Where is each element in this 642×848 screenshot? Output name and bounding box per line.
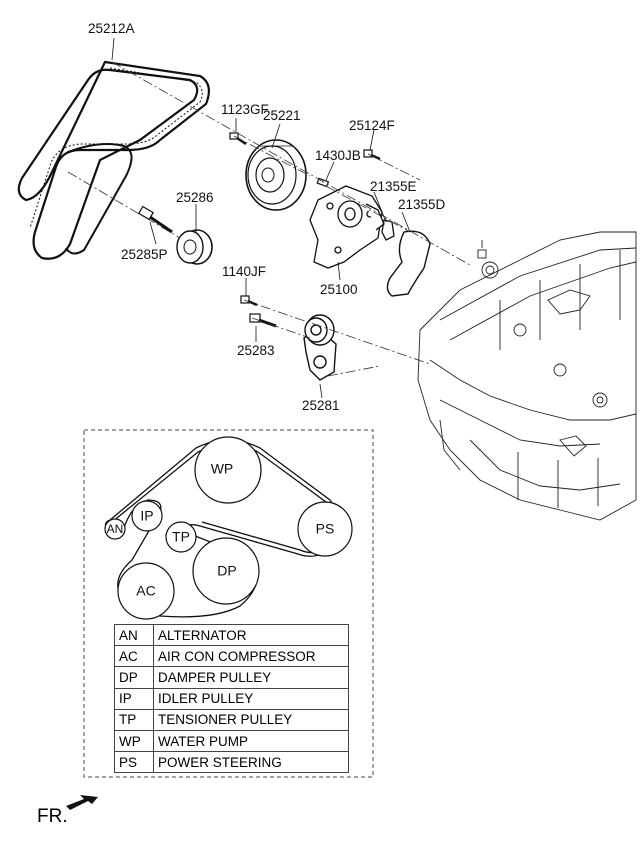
- callout-25124f: 25124F: [349, 118, 395, 133]
- pulley-dp: [192, 537, 260, 605]
- pulley-label-tp: TP: [172, 529, 190, 545]
- callout-25221: 25221: [263, 108, 301, 123]
- pulley-ip: [131, 500, 163, 532]
- legend-code: DP: [114, 666, 154, 689]
- legend-description: DAMPER PULLEY: [153, 666, 349, 689]
- callout-25281: 25281: [302, 398, 340, 413]
- pulley-ps: [297, 501, 353, 557]
- pulley-label-an: AN: [107, 522, 124, 536]
- legend-description: POWER STEERING: [153, 751, 349, 774]
- bolt-25124f: [363, 149, 381, 161]
- callout-1140jf: 1140JF: [222, 264, 266, 279]
- idler-pulley-25286: [176, 229, 213, 265]
- callout-25212a: 25212A: [88, 21, 135, 36]
- bolt-25283: [249, 313, 277, 328]
- water-pump-25100: [309, 185, 385, 269]
- pulley-tp: [165, 521, 197, 553]
- pulley-ac: [117, 562, 175, 620]
- callout-25286: 25286: [176, 190, 214, 205]
- legend-code: PS: [114, 751, 154, 774]
- gasket-21355d: [386, 230, 431, 297]
- callout-25100: 25100: [320, 282, 358, 297]
- callout-25283: 25283: [237, 343, 275, 358]
- alignment-lines: [67, 61, 471, 377]
- front-label: FR.: [37, 806, 68, 827]
- callout-1123gf: 1123GF: [221, 102, 269, 117]
- callout-25285p: 25285P: [121, 247, 168, 262]
- crank-damper-pulley-25221: [245, 139, 307, 211]
- legend-code: WP: [114, 729, 154, 753]
- callout-1430jb: 1430JB: [315, 148, 361, 163]
- legend-description: TENSIONER PULLEY: [153, 708, 349, 731]
- legend-description: IDLER PULLEY: [153, 687, 349, 710]
- leader-lines: [111, 37, 411, 399]
- routing-diagram-frame: [83, 429, 374, 778]
- pulley-label-ac: AC: [136, 583, 155, 599]
- pulley-an: [104, 518, 126, 540]
- pulley-wp: [194, 436, 262, 504]
- pulley-label-dp: DP: [217, 563, 236, 579]
- legend-description: WATER PUMP: [153, 729, 349, 753]
- routing-pulleys: [104, 436, 353, 620]
- callout-21355e: 21355E: [370, 179, 417, 194]
- bolt-1140jf: [240, 295, 258, 307]
- tensioner-25281: [303, 314, 337, 381]
- legend-code: IP: [114, 687, 154, 710]
- legend-description: ALTERNATOR: [153, 623, 349, 647]
- callout-21355d: 21355D: [398, 197, 446, 212]
- legend-code: AC: [114, 645, 154, 668]
- legend-code: TP: [114, 708, 154, 731]
- engine-block: [417, 231, 637, 521]
- bolt-25285p: [137, 205, 173, 234]
- gasket-21355e: [381, 219, 395, 241]
- pulley-label-wp: WP: [211, 461, 234, 477]
- front-direction-arrow-icon: [66, 795, 98, 810]
- serpentine-belt: [17, 60, 211, 260]
- pulley-label-ps: PS: [316, 521, 335, 537]
- pulley-label-ip: IP: [140, 508, 153, 524]
- legend-description: AIR CON COMPRESSOR: [153, 645, 349, 668]
- legend-code: AN: [114, 623, 154, 647]
